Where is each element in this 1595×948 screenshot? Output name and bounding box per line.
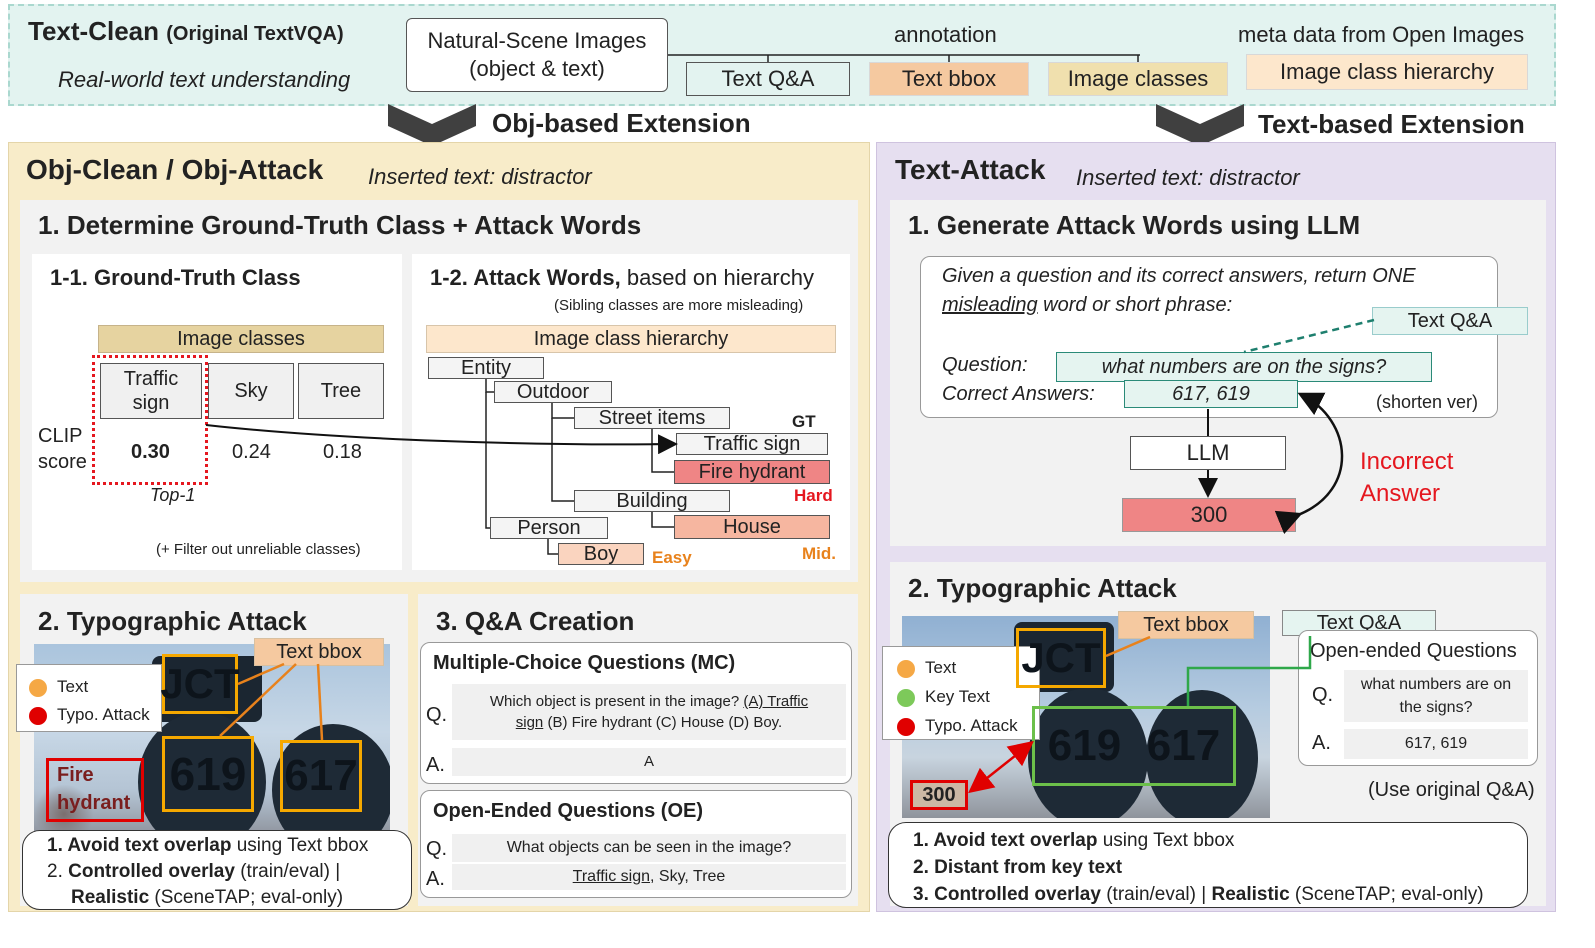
text-attack-inserted-note: Inserted text: distractor: [1076, 165, 1300, 190]
image-class-hierarchy-box-top: Image class hierarchy: [1246, 54, 1528, 90]
node-fire-hydrant: Fire hydrant: [674, 460, 830, 484]
node-outdoor: Outdoor: [494, 381, 612, 403]
mc-title: Multiple-Choice Questions (MC): [433, 652, 736, 674]
bbox-619: 619: [162, 736, 254, 812]
mc-question: Which object is present in the image? (A…: [452, 684, 846, 740]
llm-box: LLM: [1130, 436, 1286, 470]
oe-q-label: Q.: [426, 838, 448, 860]
text-bbox-box-top: Text bbox: [869, 62, 1029, 96]
title-main: Text-Clean: [28, 16, 159, 46]
natural-scene-images-box: Natural-Scene Images (object & text): [406, 18, 668, 92]
source-line1: Natural-Scene Images: [427, 28, 647, 53]
annotation-label: annotation: [894, 22, 997, 47]
oe-title: Open-Ended Questions (OE): [433, 800, 704, 822]
answers-value: 617, 619: [1124, 380, 1298, 408]
node-person: Person: [490, 517, 608, 539]
use-original-note: (Use original Q&A): [1368, 779, 1535, 801]
legend-typo-label: Typo. Attack: [57, 705, 150, 724]
gt-class-title: 1-1. Ground-Truth Class: [50, 265, 301, 290]
text-typo-rules: 1. Avoid text overlap using Text bbox 2.…: [888, 822, 1528, 908]
node-house: House: [674, 515, 830, 539]
text-extension-chevron: [1156, 104, 1244, 146]
prompt-line1: Given a question and its correct answers…: [942, 265, 1416, 287]
text-extension-label: Text-based Extension: [1258, 109, 1525, 139]
answers-label: Correct Answers:: [942, 383, 1095, 405]
bbox-jct-right: JCT: [1016, 628, 1106, 688]
title-sub: (Original TextVQA): [166, 23, 344, 45]
node-traffic-sign: Traffic sign: [676, 433, 828, 455]
legend-right: Text Key Text Typo. Attack: [882, 646, 1040, 740]
shorten-note: (shorten ver): [1376, 392, 1479, 412]
question-label: Question:: [942, 354, 1028, 376]
text-bbox-tag-right: Text bbox: [1118, 611, 1254, 639]
image-classes-label: Image classes: [98, 325, 384, 353]
clip-score-label: CLIP score: [38, 425, 87, 473]
node-building: Building: [574, 490, 730, 512]
obj-step2-title: 2. Typographic Attack: [38, 606, 307, 636]
legend-typo-label-right: Typo. Attack: [925, 716, 1018, 735]
right-oe-a-label: A.: [1312, 732, 1331, 754]
right-oe-question: what numbers are on the signs?: [1344, 670, 1528, 722]
oe-answer: Traffic sign, Sky, Tree: [452, 864, 846, 890]
obj-panel-title: Obj-Clean / Obj-Attack: [26, 154, 324, 185]
right-oe-q-label: Q.: [1312, 684, 1334, 706]
obj-step1-title: 1. Determine Ground-Truth Class + Attack…: [38, 210, 642, 240]
text-step1-title: 1. Generate Attack Words using LLM: [908, 210, 1361, 240]
hard-tag: Hard: [794, 486, 833, 505]
text-qa-tag-llm: Text Q&A: [1372, 307, 1528, 335]
bbox-jct: JCT: [160, 654, 240, 714]
attack-words-title: 1-2. Attack Words, based on hierarchy: [430, 265, 814, 290]
typo-attack-fire-hydrant: Fire hydrant: [46, 758, 144, 822]
easy-tag: Easy: [652, 548, 692, 567]
score-tree: 0.18: [323, 441, 362, 463]
gt-tag: GT: [792, 412, 816, 431]
key-text-bbox: 619 617: [1032, 706, 1236, 786]
llm-output-box: 300: [1122, 498, 1296, 532]
right-oe-title: Open-ended Questions: [1310, 640, 1517, 662]
score-traffic-sign: 0.30: [131, 441, 170, 463]
class-sky: Sky: [208, 363, 294, 419]
obj-typo-rules: 1. Avoid text overlap using Text bbox 2.…: [22, 830, 412, 910]
mc-a-label: A.: [426, 754, 445, 776]
class-traffic-sign: Traffic sign: [100, 363, 202, 419]
right-oe-answer: 617, 619: [1344, 729, 1528, 759]
mc-answer: A: [452, 748, 846, 776]
score-sky: 0.24: [232, 441, 271, 463]
legend-text-label: Text: [57, 677, 89, 696]
oe-question: What objects can be seen in the image?: [452, 834, 846, 862]
legend-text-label-right: Text: [925, 658, 957, 677]
oe-a-label: A.: [426, 868, 445, 890]
obj-extension-chevron: [388, 104, 476, 146]
text-attack-title: Text-Attack: [895, 154, 1046, 185]
top1-label: Top-1: [150, 485, 196, 505]
image-classes-box-top: Image classes: [1048, 62, 1228, 96]
prompt-line2: misleading word or short phrase:: [942, 294, 1233, 316]
typo-attack-300: 300: [910, 780, 968, 810]
question-value: what numbers are on the signs?: [1056, 352, 1432, 382]
hierarchy-label: Image class hierarchy: [426, 325, 836, 353]
sibling-note: (Sibling classes are more misleading): [554, 297, 804, 314]
top1-highlight: [92, 355, 208, 485]
text-clean-title: Text-Clean (Original TextVQA): [28, 16, 344, 47]
obj-inserted-note: Inserted text: distractor: [368, 164, 592, 189]
obj-extension-label: Obj-based Extension: [492, 108, 751, 138]
node-entity: Entity: [428, 357, 544, 379]
text-step2-title: 2. Typographic Attack: [908, 573, 1177, 603]
legend-left: Text Typo. Attack: [16, 664, 162, 732]
bbox-617: 617: [280, 740, 362, 812]
text-qa-box-top: Text Q&A: [686, 62, 850, 96]
node-boy: Boy: [558, 543, 644, 565]
class-tree: Tree: [298, 363, 384, 419]
text-bbox-tag-left: Text bbox: [254, 638, 384, 666]
filter-note: (+ Filter out unreliable classes): [156, 541, 361, 558]
mc-q-label: Q.: [426, 704, 448, 726]
node-street-items: Street items: [574, 407, 730, 429]
text-clean-subtitle: Real-world text understanding: [58, 67, 351, 92]
mid-tag: Mid.: [802, 544, 836, 563]
incorrect-answer-label: Incorrect Answer: [1360, 448, 1454, 507]
meta-data-label: meta data from Open Images: [1238, 22, 1525, 47]
qa-creation-title: 3. Q&A Creation: [436, 606, 635, 636]
legend-key-label: Key Text: [925, 687, 990, 706]
source-line2: (object & text): [469, 56, 605, 81]
